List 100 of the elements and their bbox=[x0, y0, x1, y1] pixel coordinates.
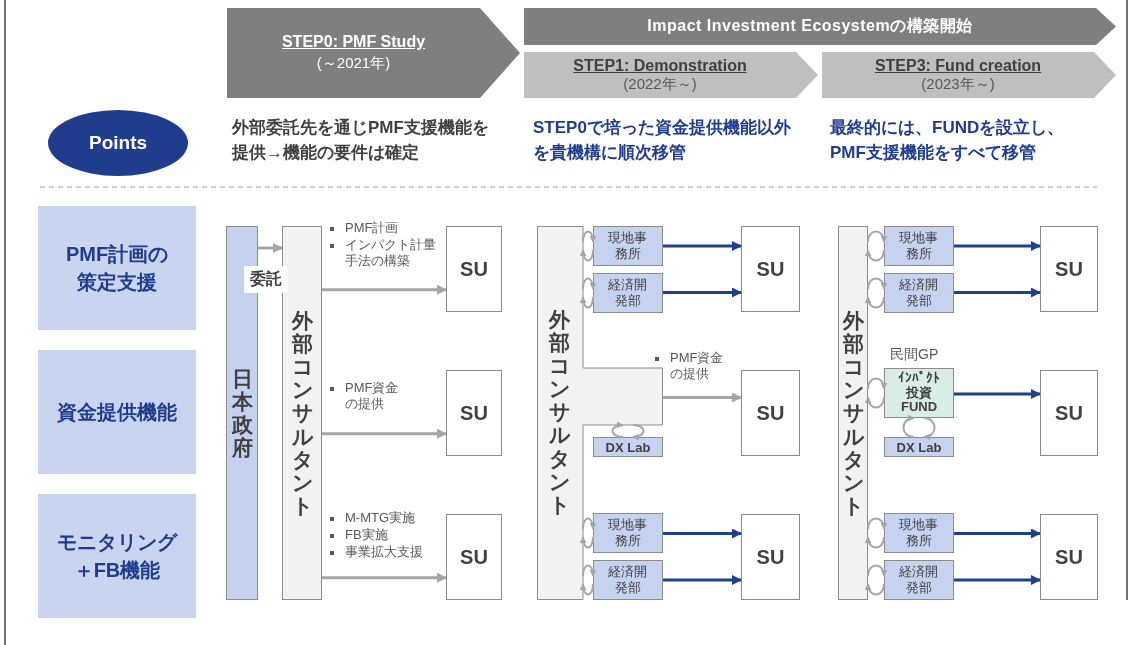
consultant-box bbox=[282, 226, 322, 600]
cycle-arrow bbox=[582, 277, 597, 290]
su-label: SU bbox=[1055, 545, 1083, 569]
office-box bbox=[884, 273, 954, 313]
arrow bbox=[258, 243, 283, 253]
cycle-arrow bbox=[865, 249, 885, 262]
step-title: STEP1: Demonstration bbox=[573, 56, 747, 75]
cycle-arrow bbox=[865, 583, 885, 596]
row-title: PMF計画の策定支援 bbox=[64, 242, 170, 295]
bullet-item: M-MTG実施 bbox=[345, 510, 417, 527]
cycle-arrow bbox=[867, 377, 887, 390]
arrow bbox=[954, 287, 1041, 298]
lab-box bbox=[884, 437, 954, 457]
step-header bbox=[822, 52, 1116, 98]
cycle-arrow bbox=[579, 249, 594, 262]
cycle-arrow bbox=[923, 417, 936, 440]
startup-box bbox=[741, 514, 800, 600]
unit-name: 現地事務所 bbox=[898, 230, 940, 262]
org-name: 外部コンサルタント bbox=[291, 309, 313, 517]
row-header bbox=[38, 350, 196, 474]
org-name: 外部コンサルタント bbox=[549, 308, 570, 516]
unit-name: 現地事務所 bbox=[898, 517, 940, 549]
consultant-box bbox=[537, 226, 663, 600]
su-label: SU bbox=[1055, 257, 1083, 281]
owner-label: 民間GP bbox=[890, 346, 939, 364]
unit-name: 現地事務所 bbox=[607, 517, 649, 549]
unit-name: 経済開発部 bbox=[898, 277, 940, 309]
arrow bbox=[663, 392, 742, 403]
cycle-arrow bbox=[582, 517, 597, 530]
step-title: STEP0: PMF Study bbox=[281, 33, 426, 51]
startup-box bbox=[741, 226, 800, 312]
step-period: (～2021年) bbox=[316, 54, 391, 73]
bullet-item: PMF資金の提供 bbox=[670, 350, 725, 383]
points-text: 外部委託先を通じPMF支援機能を提供→機能の要件は確定 bbox=[232, 117, 490, 164]
points-ellipse bbox=[48, 110, 188, 176]
arrow bbox=[322, 572, 447, 583]
startup-box bbox=[1040, 370, 1098, 456]
cycle-arrow bbox=[867, 564, 887, 577]
bullet-item: FB実施 bbox=[345, 527, 389, 544]
startup-box bbox=[1040, 226, 1098, 312]
phase-banner bbox=[524, 8, 1116, 45]
cycle-arrow bbox=[582, 230, 597, 243]
arrow bbox=[954, 241, 1041, 251]
arrow bbox=[954, 389, 1041, 399]
arrow bbox=[663, 287, 742, 298]
unit-name: 経済開発部 bbox=[607, 277, 649, 309]
su-label: SU bbox=[460, 545, 488, 569]
cycle-arrow bbox=[579, 296, 594, 309]
office-box bbox=[884, 226, 954, 266]
unit-name: 経済開発部 bbox=[898, 564, 940, 596]
cycle-arrow bbox=[865, 396, 885, 409]
row-header bbox=[38, 206, 196, 330]
su-label: SU bbox=[1055, 401, 1083, 425]
arrow bbox=[954, 528, 1041, 539]
arrow bbox=[663, 241, 742, 251]
office-box bbox=[593, 560, 663, 600]
su-label: SU bbox=[756, 257, 785, 281]
fund-box bbox=[884, 368, 954, 418]
cycle-arrow bbox=[867, 230, 887, 243]
cycle-arrow bbox=[579, 536, 594, 549]
office-box bbox=[593, 273, 663, 313]
su-label: SU bbox=[756, 401, 785, 425]
startup-box bbox=[1040, 514, 1098, 600]
cycle-arrow bbox=[579, 583, 594, 596]
row-title: モニタリング＋FB機能 bbox=[57, 530, 177, 583]
consultant-box bbox=[838, 226, 868, 600]
cycle-arrow bbox=[582, 564, 597, 577]
arrow bbox=[954, 575, 1041, 585]
arrow bbox=[663, 575, 742, 585]
unit-name: 経済開発部 bbox=[607, 564, 649, 596]
org-name: 日本政府 bbox=[231, 366, 253, 460]
step-period: (2022年～) bbox=[623, 74, 697, 94]
row-header bbox=[38, 494, 196, 618]
bullet-item: PMF資金の提供 bbox=[345, 380, 400, 413]
step-header bbox=[524, 52, 818, 98]
cycle-arrow bbox=[867, 517, 887, 530]
su-label: SU bbox=[756, 545, 785, 569]
office-box bbox=[884, 513, 954, 553]
office-box bbox=[593, 513, 663, 553]
unit-name: DX Lab bbox=[605, 439, 651, 455]
step-header bbox=[227, 8, 520, 98]
su-label: SU bbox=[460, 257, 488, 281]
arrow bbox=[663, 528, 742, 539]
arrow bbox=[322, 284, 447, 295]
cycle-arrow bbox=[611, 421, 624, 438]
cycle-arrow bbox=[865, 296, 885, 309]
startup-box bbox=[446, 514, 502, 600]
unit-name: DX Lab bbox=[896, 439, 942, 455]
org-name: 外部コンサルタント bbox=[842, 309, 864, 517]
step-period: (2023年～) bbox=[921, 74, 995, 94]
cycle-arrow bbox=[902, 415, 915, 438]
startup-box bbox=[446, 370, 502, 456]
startup-box bbox=[446, 226, 502, 312]
row-title: 資金提供機能 bbox=[57, 400, 177, 425]
su-label: SU bbox=[460, 401, 488, 425]
unit-name: ｲﾝﾊﾟｸﾄ投資FUND bbox=[897, 371, 941, 415]
unit-name: 現地事務所 bbox=[607, 230, 649, 262]
points-text: STEP0で培った資金提供機能以外を貴機構に順次移管 bbox=[533, 117, 792, 164]
cycle-arrow bbox=[867, 277, 887, 290]
bullet-item: 事業拡大支援 bbox=[345, 544, 424, 561]
